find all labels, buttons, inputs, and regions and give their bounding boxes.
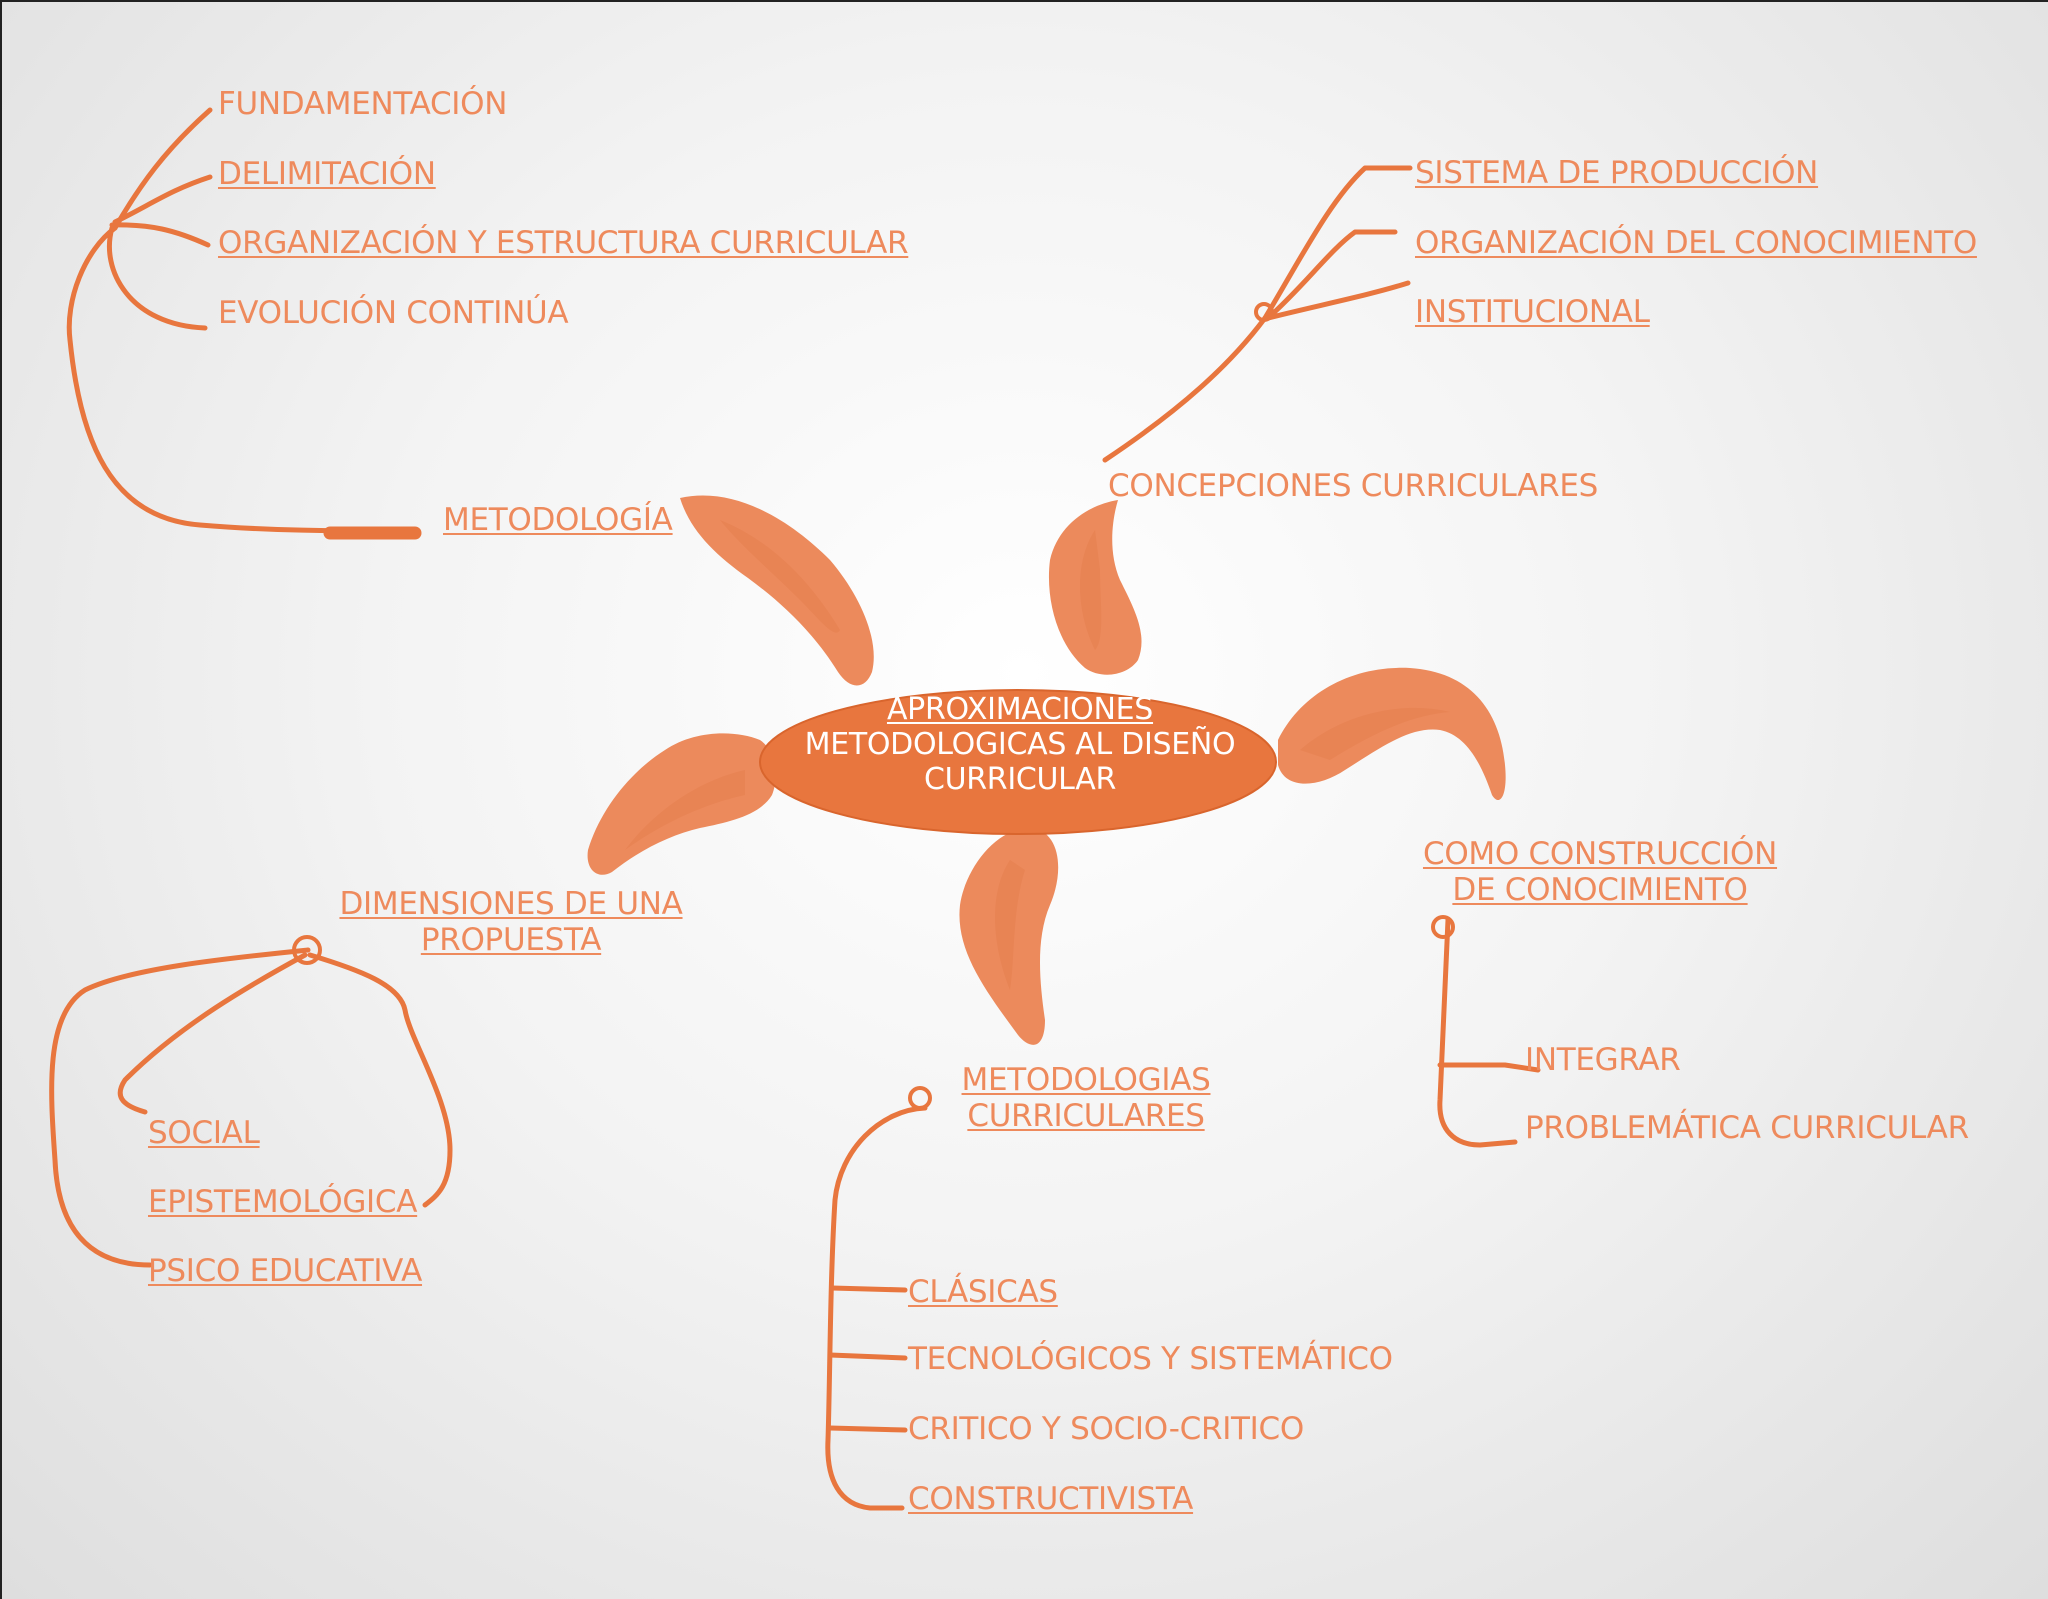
petal-construccion (1278, 668, 1506, 800)
connector-organizacion (112, 225, 208, 245)
connector-construccion-main (1440, 920, 1515, 1145)
branch-construccion-line-1: COMO CONSTRUCCIÓN (1405, 836, 1795, 872)
connector-integrar (1440, 1065, 1538, 1070)
center-title: APROXIMACIONES METODOLOGICAS AL DISEÑO C… (780, 692, 1260, 797)
item-epistemologica[interactable]: EPISTEMOLÓGICA (148, 1184, 417, 1220)
item-critico-socio-critico: CRITICO Y SOCIO-CRITICO (908, 1411, 1304, 1447)
connector-metodologia-main (69, 228, 415, 531)
center-title-line-2: METODOLOGICAS AL DISEÑO (780, 727, 1260, 762)
knot-metodologias (910, 1088, 930, 1108)
connector-concepciones-main (1105, 318, 1265, 460)
connector-tecnologicos (830, 1355, 905, 1358)
item-constructivista[interactable]: CONSTRUCTIVISTA (908, 1481, 1193, 1517)
branch-metodologias[interactable]: METODOLOGIAS CURRICULARES (945, 1062, 1227, 1134)
branch-metodologias-line-1: METODOLOGIAS (945, 1062, 1227, 1098)
item-integrar: INTEGRAR (1525, 1042, 1681, 1078)
connector-delimitacion (115, 177, 210, 222)
item-organizacion-conocimiento[interactable]: ORGANIZACIÓN DEL CONOCIMIENTO (1415, 225, 1977, 261)
branch-dimensiones[interactable]: DIMENSIONES DE UNA PROPUESTA (332, 886, 690, 958)
item-social[interactable]: SOCIAL (148, 1115, 260, 1151)
item-organizacion-estructura[interactable]: ORGANIZACIÓN Y ESTRUCTURA CURRICULAR (218, 225, 908, 261)
item-sistema-produccion[interactable]: SISTEMA DE PRODUCCIÓN (1415, 155, 1818, 191)
item-tecnologicos-sistematico: TECNOLÓGICOS Y SISTEMÁTICO (908, 1341, 1393, 1377)
branch-metodologias-line-2: CURRICULARES (945, 1098, 1227, 1134)
connector-critico (830, 1428, 905, 1430)
item-institucional[interactable]: INSTITUCIONAL (1415, 294, 1650, 330)
connector-clasicas (832, 1288, 905, 1290)
center-title-line-1: APROXIMACIONES (780, 692, 1260, 727)
item-evolucion-continua: EVOLUCIÓN CONTINÚA (218, 295, 568, 331)
connector-evolucion (109, 228, 205, 328)
connector-fundamentacion (115, 110, 210, 228)
branch-dimensiones-line-1: DIMENSIONES DE UNA (332, 886, 690, 922)
item-delimitacion[interactable]: DELIMITACIÓN (218, 156, 436, 192)
connector-social (120, 955, 305, 1112)
branch-dimensiones-line-2: PROPUESTA (332, 922, 690, 958)
item-fundamentacion: FUNDAMENTACIÓN (218, 86, 507, 122)
connector-sistema (1265, 168, 1410, 318)
center-title-line-3: CURRICULAR (780, 762, 1260, 797)
item-clasicas[interactable]: CLÁSICAS (908, 1274, 1058, 1310)
connector-epistemologica (310, 955, 450, 1205)
branch-concepciones: CONCEPCIONES CURRICULARES (1108, 468, 1598, 504)
branch-construccion[interactable]: COMO CONSTRUCCIÓN DE CONOCIMIENTO (1405, 836, 1795, 908)
branch-metodologia[interactable]: METODOLOGÍA (443, 502, 673, 538)
item-problematica-curricular: PROBLEMÁTICA CURRICULAR (1525, 1110, 1969, 1146)
petal-metodologia (680, 496, 874, 686)
branch-construccion-line-2: DE CONOCIMIENTO (1405, 872, 1795, 908)
item-psico-educativa[interactable]: PSICO EDUCATIVA (148, 1253, 422, 1289)
